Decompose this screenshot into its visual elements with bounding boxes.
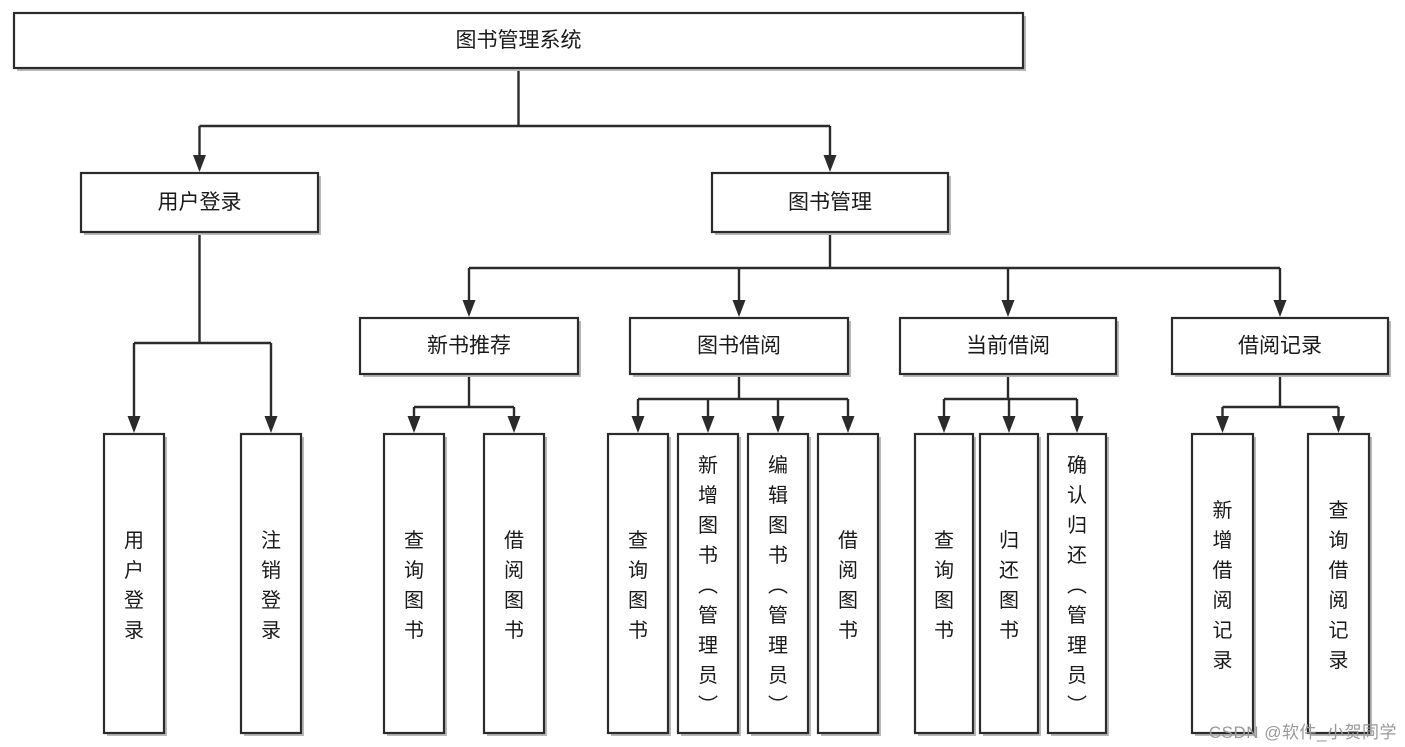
node-leaf-add-book[interactable]: 新增图书︵管理员︶ [676, 432, 741, 736]
node-label: 图书管理 [788, 191, 872, 214]
arrow-head-icon [732, 300, 746, 317]
node-leaf-edit-book[interactable]: 编辑图书︵管理员︶ [746, 432, 811, 736]
arrow-head-icon [127, 416, 141, 433]
node-label: 查询借阅记录 [1329, 499, 1349, 672]
node-box[interactable] [628, 316, 850, 376]
arrow-head-icon [1070, 416, 1084, 433]
node-label: 图书管理系统 [456, 29, 582, 52]
arrow-head-icon [1273, 300, 1287, 317]
node-box[interactable] [898, 316, 1118, 376]
node-label: 查询图书 [934, 529, 954, 642]
arrow-head-icon [407, 416, 421, 433]
node-label: 注销登录 [261, 529, 281, 642]
node-book-manage[interactable]: 图书管理 [710, 171, 951, 235]
node-new-book-recommend[interactable]: 新书推荐 [358, 316, 581, 377]
node-box[interactable] [239, 432, 303, 735]
node-label: 用户登录 [124, 530, 144, 642]
node-box[interactable] [482, 432, 546, 735]
node-box[interactable] [358, 316, 580, 376]
arrow-head-icon [1332, 416, 1345, 433]
node-label: 确认归还︵管理员︶ [1067, 454, 1087, 717]
node-leaf-logout-login[interactable]: 注销登录 [239, 432, 304, 736]
connector-group-book-borrow [631, 374, 855, 433]
arrow-head-icon [1001, 300, 1015, 317]
node-current-borrow[interactable]: 当前借阅 [898, 316, 1119, 377]
nodes-layer: 图书管理系统用户登录图书管理新书推荐图书借阅当前借阅借阅记录用户登录注销登录查询… [12, 11, 1391, 736]
node-box[interactable] [1306, 432, 1371, 735]
node-label: 查询图书 [404, 529, 424, 642]
node-book-borrow[interactable]: 图书借阅 [628, 316, 851, 377]
node-label: 借阅图书 [504, 529, 524, 642]
node-root[interactable]: 图书管理系统 [12, 11, 1026, 71]
arrow-head-icon [264, 416, 278, 433]
node-box[interactable] [978, 432, 1040, 735]
arrow-head-icon [1002, 416, 1016, 433]
node-box[interactable] [1190, 432, 1255, 735]
node-label: 新增图书︵管理员︶ [698, 454, 718, 717]
node-leaf-add-borrow-record[interactable]: 新增借阅记录 [1190, 432, 1256, 736]
node-box[interactable] [816, 432, 880, 735]
node-box[interactable] [382, 432, 446, 735]
node-box[interactable] [606, 432, 670, 735]
arrow-head-icon [823, 155, 837, 172]
arrow-head-icon [462, 300, 476, 317]
node-leaf-query-book-recommend[interactable]: 查询图书 [382, 432, 447, 736]
node-box[interactable] [1170, 316, 1390, 376]
node-label: 借阅记录 [1238, 335, 1322, 358]
node-label: 图书借阅 [697, 335, 781, 358]
node-box[interactable] [79, 171, 320, 234]
connector-group-current-borrow [937, 374, 1084, 433]
arrow-head-icon [701, 416, 715, 433]
arrow-head-icon [1216, 416, 1229, 433]
connector-group-book-manage [462, 232, 1287, 317]
connector-group-borrow-record [1216, 374, 1345, 433]
node-box[interactable] [1046, 432, 1108, 735]
node-label: 查询图书 [628, 529, 648, 642]
node-label: 当前借阅 [966, 335, 1050, 358]
node-borrow-record[interactable]: 借阅记录 [1170, 316, 1391, 377]
arrow-head-icon [841, 416, 855, 433]
node-leaf-query-book-borrow[interactable]: 查询图书 [606, 432, 671, 736]
node-label: 编辑图书︵管理员︶ [768, 454, 788, 717]
node-user-login[interactable]: 用户登录 [79, 171, 321, 235]
node-box[interactable] [676, 432, 740, 735]
node-leaf-user-login[interactable]: 用户登录 [102, 432, 167, 736]
node-label: 新书推荐 [427, 335, 511, 358]
node-leaf-borrow-book[interactable]: 借阅图书 [816, 432, 881, 736]
arrow-head-icon [771, 416, 785, 433]
node-box[interactable] [12, 11, 1025, 70]
node-leaf-query-book-current[interactable]: 查询图书 [913, 432, 976, 736]
arrow-head-icon [193, 155, 206, 172]
node-box[interactable] [913, 432, 975, 735]
connector-group-new-book-recommend [407, 374, 521, 433]
node-leaf-confirm-return[interactable]: 确认归还︵管理员︶ [1046, 432, 1109, 736]
node-label: 用户登录 [158, 191, 242, 214]
node-leaf-borrow-book-recommend[interactable]: 借阅图书 [482, 432, 547, 736]
node-box[interactable] [710, 171, 950, 234]
node-label: 新增借阅记录 [1213, 499, 1233, 672]
arrow-head-icon [631, 416, 645, 433]
node-leaf-return-book[interactable]: 归还图书 [978, 432, 1041, 736]
connector-group-root [193, 68, 837, 172]
node-label: 借阅图书 [838, 529, 858, 642]
node-box[interactable] [746, 432, 810, 735]
connectors-layer [127, 68, 1345, 433]
node-box[interactable] [102, 432, 166, 735]
arrow-head-icon [507, 416, 521, 433]
node-label: 归还图书 [999, 529, 1019, 642]
connector-group-user-login [127, 232, 278, 433]
node-leaf-query-borrow-record[interactable]: 查询借阅记录 [1306, 432, 1372, 736]
arrow-head-icon [937, 416, 951, 433]
